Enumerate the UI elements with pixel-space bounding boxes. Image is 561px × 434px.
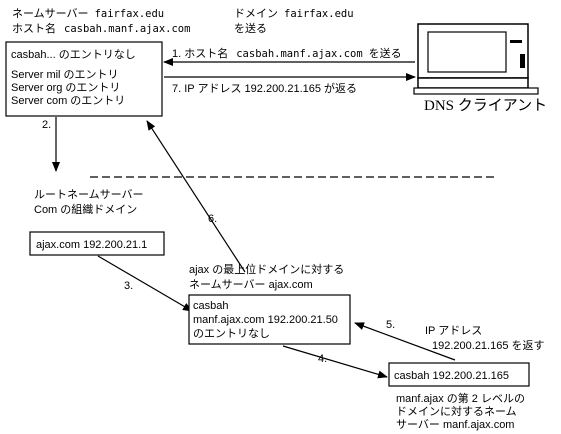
top-level-label-2: ネームサーバー ajax.com	[189, 278, 313, 291]
manf-box-line-3: のエントリなし	[193, 327, 270, 340]
manf-box-line-1: casbah	[193, 300, 228, 312]
local-server-line-3: Server org のエントリ	[11, 82, 120, 94]
local-server-line-1: casbah... のエントリなし	[11, 48, 136, 61]
local-server-line-2: Server mil のエントリ	[11, 69, 119, 81]
second-level-line-3: サーバー manf.ajax.com	[396, 418, 514, 431]
arrow-3	[97, 255, 193, 312]
second-level-line-2: ドメインに対するネーム	[396, 404, 517, 418]
computer-icon	[413, 23, 539, 95]
ip-return-line-2: 192.200.21.165 を返す	[432, 339, 545, 352]
manf-box-line-2: manf.ajax.com 192.200.21.50	[193, 314, 338, 326]
ip-return-line-1: IP アドレス	[425, 325, 482, 337]
casbah-box-text: casbah 192.200.21.165	[394, 370, 509, 382]
arrow-5-label: 5.	[386, 319, 395, 331]
arrow-3-label: 3.	[124, 280, 133, 292]
local-name-server-box	[5, 41, 163, 117]
ajax-name-server-box	[188, 294, 351, 345]
top-level-label-1: ajax の最上位ドメインに対する	[189, 262, 344, 276]
arrow-6-label: 6.	[208, 213, 217, 225]
ajax-com-text: ajax.com 192.200.21.1	[36, 239, 147, 251]
root-server-line-2: Com の組織ドメイン	[34, 203, 137, 216]
root-server-line-1: ルートネームサーバー	[34, 188, 144, 201]
arrow-6	[146, 120, 246, 273]
arrow-2-label: 2.	[42, 119, 51, 131]
arrow-4-label: 4.	[318, 353, 327, 365]
ajax-com-box	[29, 231, 165, 256]
casbah-box	[388, 362, 530, 387]
send-label: を送る	[234, 21, 267, 35]
local-server-line-4: Server com のエントリ	[11, 95, 125, 107]
arrow-4	[282, 345, 388, 379]
second-level-line-1: manf.ajax の第 2 レベルの	[396, 391, 525, 405]
arrow-5	[354, 322, 456, 361]
dns-client-label: DNS クライアント	[424, 97, 547, 114]
arrow-7-label: 7. IP アドレス 192.200.21.165 が返る	[172, 81, 357, 95]
